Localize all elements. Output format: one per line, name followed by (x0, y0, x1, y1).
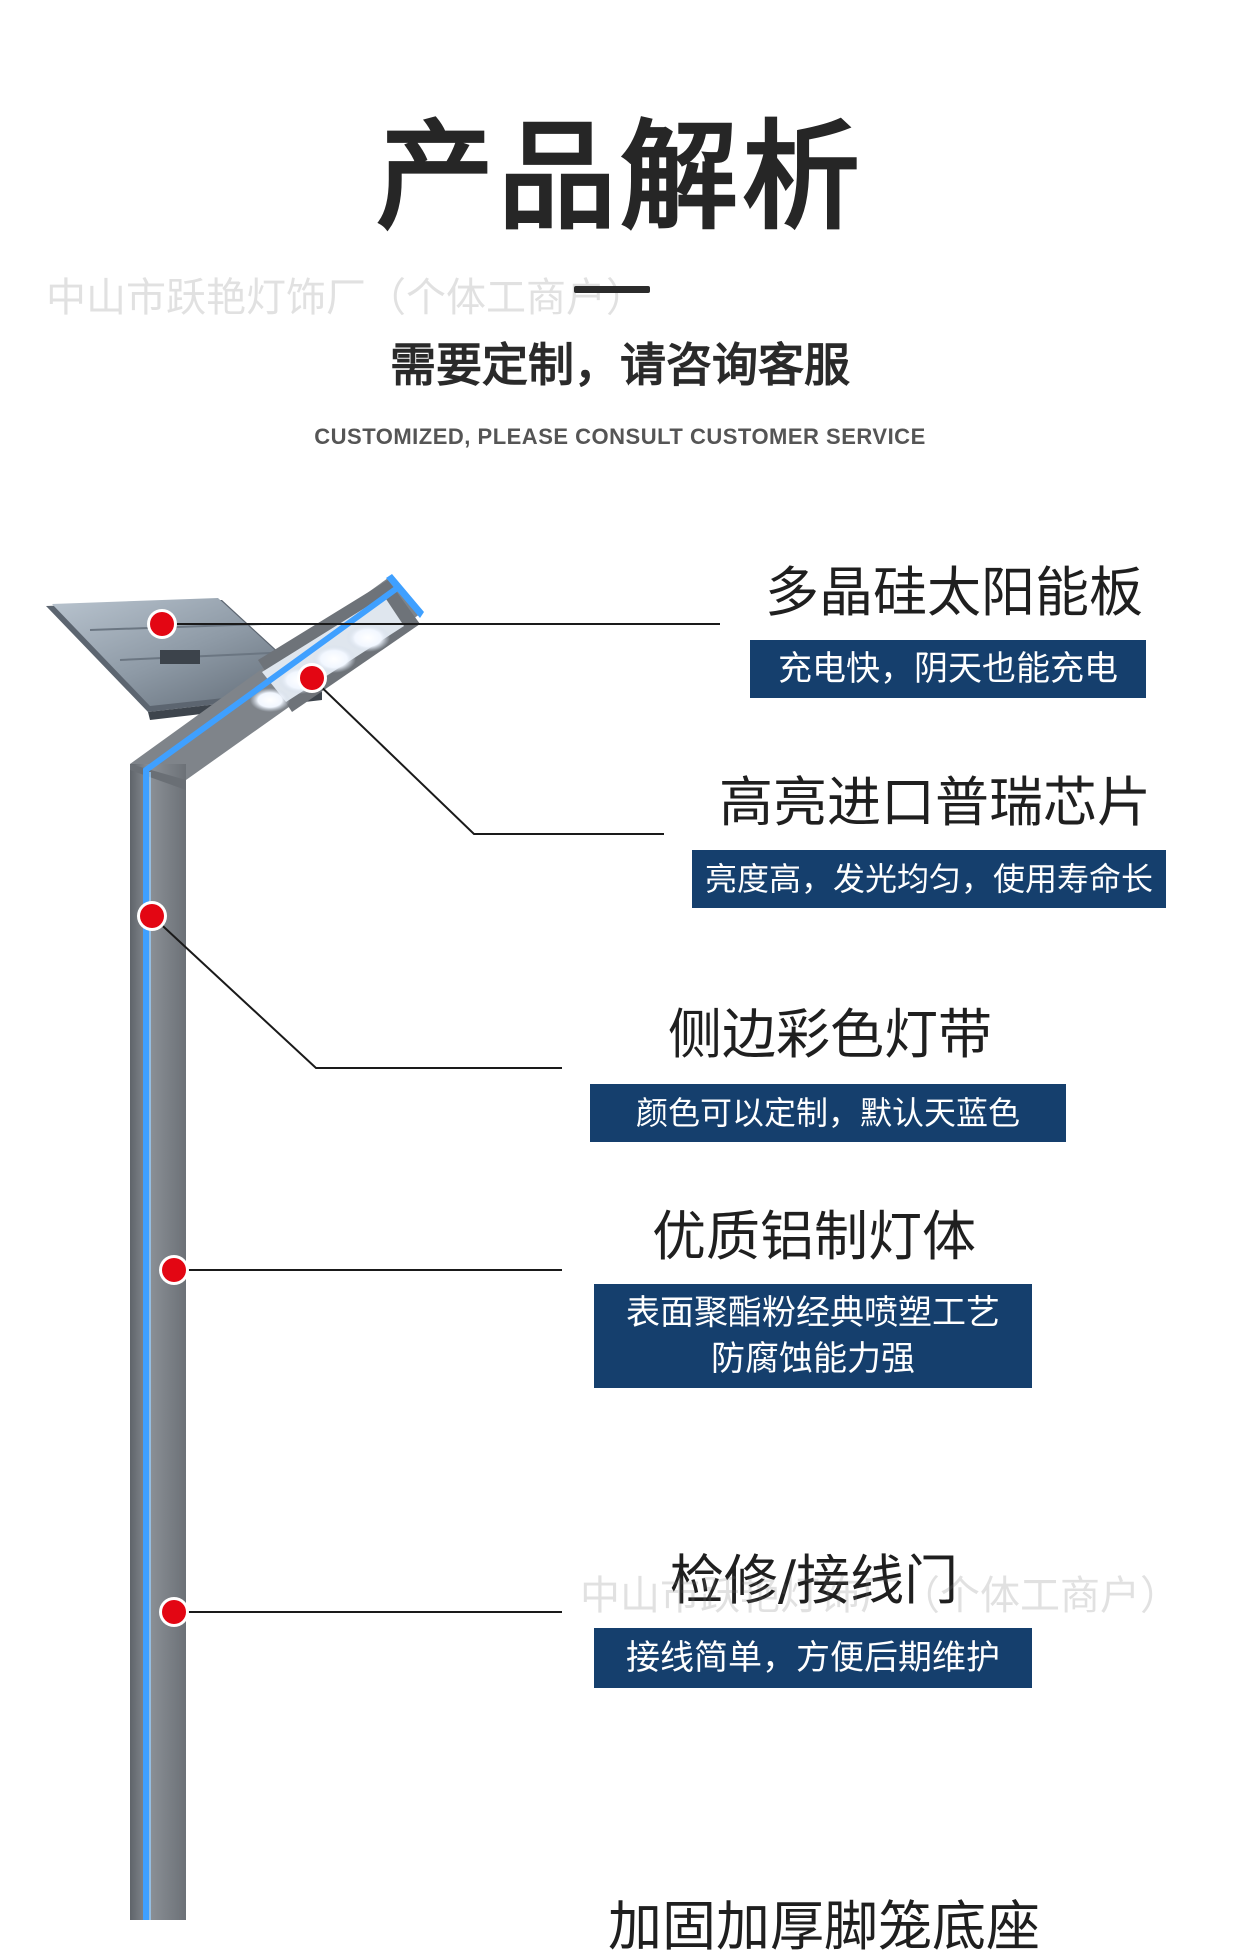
feature-title-led-strip: 侧边彩色灯带 (668, 1003, 992, 1066)
feature-desc-body-line2: 防腐蚀能力强 (711, 1339, 915, 1379)
watermark-top: 中山市跃艳灯饰厂（个体工商户） (46, 275, 646, 321)
leader-line-led-strip (151, 915, 562, 1069)
subtitle-english: CUSTOMIZED, PLEASE CONSULT CUSTOMER SERV… (314, 424, 926, 449)
red-dot-marker-icon (150, 612, 174, 636)
led-lamp-head-graphic (250, 574, 424, 712)
feature-title-body: 优质铝制灯体 (652, 1205, 976, 1268)
red-dot-marker-icon (162, 1600, 186, 1624)
feature-title-door: 检修/接线门 (669, 1549, 959, 1612)
feature-desc-solar-panel: 充电快，阴天也能充电 (750, 640, 1146, 698)
subtitle: 需要定制，请咨询客服 (390, 338, 850, 392)
feature-desc-chip: 亮度高，发光均匀，使用寿命长 (692, 850, 1166, 908)
pole-graphic (130, 764, 186, 1920)
page-title: 产品解析 (375, 108, 864, 246)
marker-dots (137, 609, 327, 1627)
feature-title-chip: 高亮进口普瑞芯片 (719, 771, 1151, 834)
feature-desc-body-line1: 表面聚酯粉经典喷塑工艺 (626, 1293, 1000, 1333)
feature-title-base: 加固加厚脚笼底座 (608, 1895, 1040, 1958)
watermark-bottom: 中山市跃艳灯饰厂（个体工商户） (580, 1573, 1180, 1619)
feature-desc-led-strip: 颜色可以定制，默认天蓝色 (590, 1084, 1066, 1142)
feature-desc-body: 表面聚酯粉经典喷塑工艺 防腐蚀能力强 (594, 1284, 1032, 1388)
feature-desc-door: 接线简单，方便后期维护 (594, 1628, 1032, 1688)
red-dot-marker-icon (300, 666, 324, 690)
red-dot-marker-icon (140, 904, 164, 928)
feature-title-solar-panel: 多晶硅太阳能板 (765, 561, 1143, 624)
side-led-strip-graphic (143, 583, 402, 1920)
red-dot-marker-icon (162, 1258, 186, 1282)
leader-line-chip (311, 677, 664, 835)
title-divider (574, 286, 650, 293)
